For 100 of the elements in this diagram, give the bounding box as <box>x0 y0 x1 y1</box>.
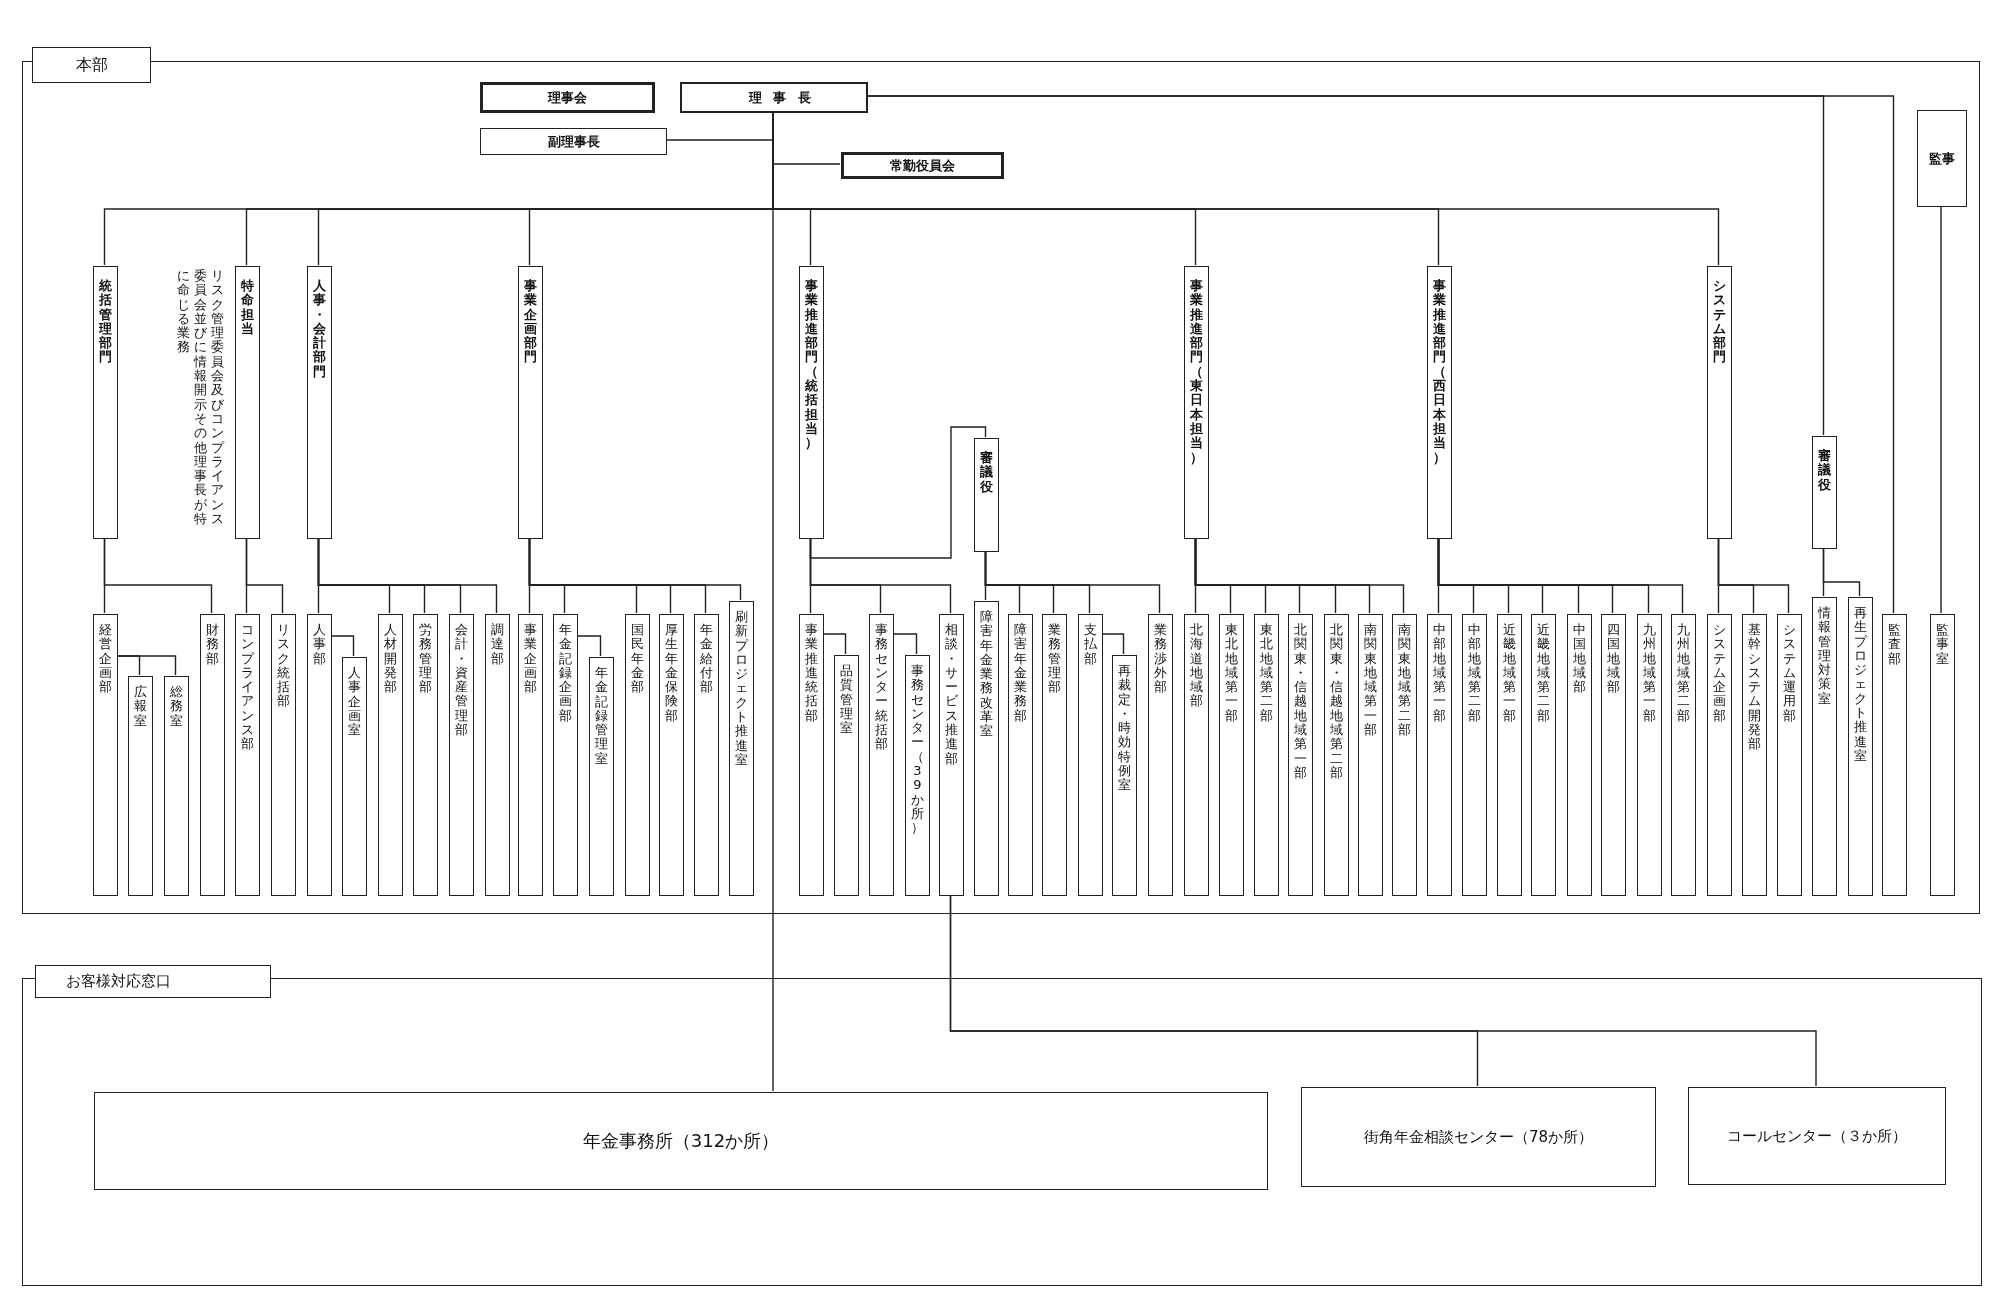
department-name: 年金記録管理室 <box>595 666 608 767</box>
department-name: 中部地域第一部 <box>1433 623 1446 724</box>
department-name: 近畿地域第一部 <box>1503 623 1516 724</box>
department-box <box>1358 614 1383 896</box>
department-box <box>128 676 153 896</box>
department-name: 事務センター（39か所） <box>911 664 924 836</box>
department-name: 九州地域第一部 <box>1643 623 1656 724</box>
department-box <box>1497 614 1522 896</box>
connector-line <box>330 635 355 657</box>
department-box <box>1777 614 1802 896</box>
department-box <box>1637 614 1662 896</box>
department-box <box>1742 614 1767 896</box>
department-box <box>1042 614 1067 896</box>
department-name: 東北地域第一部 <box>1225 623 1238 724</box>
connector-line <box>1940 205 1942 614</box>
department-box <box>1392 614 1417 896</box>
connector-line <box>576 635 602 657</box>
connector-line <box>809 426 987 559</box>
department-name: 人材開発部 <box>384 623 397 695</box>
position-box <box>480 128 667 155</box>
department-name: 業務管理部 <box>1048 623 1061 695</box>
department-name: 事業企画部 <box>524 623 537 695</box>
department-box <box>449 614 474 896</box>
department-name: 財務部 <box>206 623 219 666</box>
department-name: 情報管理対策室 <box>1818 606 1831 707</box>
department-box <box>1078 614 1103 896</box>
office-name: 街角年金相談センター（78か所） <box>1362 1126 1595 1148</box>
division-box <box>1184 266 1209 539</box>
division-name: 事業推進部門（統括担当） <box>805 279 818 451</box>
department-box <box>834 655 859 896</box>
division-name: 事業推進部門（西日本担当） <box>1433 279 1446 465</box>
department-box <box>1531 614 1556 896</box>
division-box <box>93 266 118 539</box>
department-box <box>1601 614 1626 896</box>
department-name: 年金給付部 <box>700 623 713 695</box>
department-box <box>625 614 650 896</box>
division-box <box>1812 436 1837 549</box>
department-box <box>1254 614 1279 896</box>
division-box <box>974 438 999 552</box>
position-box <box>480 82 655 113</box>
department-name: 四国地域部 <box>1607 623 1620 695</box>
department-box <box>164 676 189 896</box>
department-box <box>1324 614 1349 896</box>
department-name: 経営企画部 <box>99 623 112 695</box>
division-name: 事業企画部門 <box>524 279 537 365</box>
division-name: 特命担当 <box>241 279 254 337</box>
department-box <box>1288 614 1313 896</box>
connector-line <box>1194 537 1405 614</box>
department-name: 人事企画室 <box>348 666 361 738</box>
department-box <box>974 601 999 896</box>
department-name: 基幹システム開発部 <box>1748 623 1761 752</box>
department-box <box>200 614 225 896</box>
division-box <box>307 266 332 539</box>
department-box <box>729 601 754 896</box>
department-name: 障害年金業務改革室 <box>980 610 993 739</box>
department-box <box>589 657 614 896</box>
connector-line <box>103 537 213 614</box>
department-box <box>553 614 578 896</box>
department-box <box>485 614 510 896</box>
department-name: 中部地域第二部 <box>1468 623 1481 724</box>
division-name: 人事・会計部門 <box>313 279 326 380</box>
department-name: 厚生年金保険部 <box>665 623 678 724</box>
position-name: 常勤役員会 <box>889 156 956 175</box>
department-box <box>1848 597 1873 896</box>
department-box <box>869 614 894 896</box>
division-name: 審議役 <box>1818 449 1831 492</box>
department-name: 総務室 <box>170 685 183 728</box>
department-name: 会計・資産管理部 <box>455 623 468 738</box>
department-name: 中国地域部 <box>1573 623 1586 695</box>
department-name: 広報室 <box>134 685 147 728</box>
department-box <box>271 614 296 896</box>
department-name: システム企画部 <box>1713 623 1726 724</box>
office-box <box>1301 1087 1656 1187</box>
department-box <box>905 655 930 896</box>
connector-line <box>528 537 742 601</box>
department-name: 国民年金部 <box>631 623 644 695</box>
department-box <box>1812 597 1837 896</box>
department-box <box>1427 614 1452 896</box>
department-box <box>1184 614 1209 896</box>
department-name: 再裁定・時効特例室 <box>1118 664 1131 793</box>
department-box <box>799 614 824 896</box>
position-box <box>841 152 1004 179</box>
division-name: 事業推進部門（東日本担当） <box>1190 279 1203 465</box>
office-name: 年金事務所（312か所） <box>581 1129 781 1153</box>
note-text: リスク管理委員会及びコンプライアンス委員会並びに情報開示その他理事長が特に命じる業務 <box>177 269 224 527</box>
department-name: 調達部 <box>491 623 504 666</box>
division-box <box>1707 266 1732 539</box>
department-box <box>1671 614 1696 896</box>
department-box <box>342 657 367 896</box>
department-name: 品質管理室 <box>840 664 853 736</box>
position-name: 副理事長 <box>546 132 601 151</box>
connector-line <box>984 550 1161 614</box>
department-box <box>694 614 719 896</box>
connector-line <box>892 633 918 655</box>
department-box <box>378 614 403 896</box>
department-name: 相談・サービス推進部 <box>945 623 958 766</box>
position-box <box>1917 110 1967 207</box>
department-box <box>1882 614 1907 896</box>
division-name: システム部門 <box>1713 279 1726 365</box>
position-name: 監事 <box>1928 149 1956 168</box>
